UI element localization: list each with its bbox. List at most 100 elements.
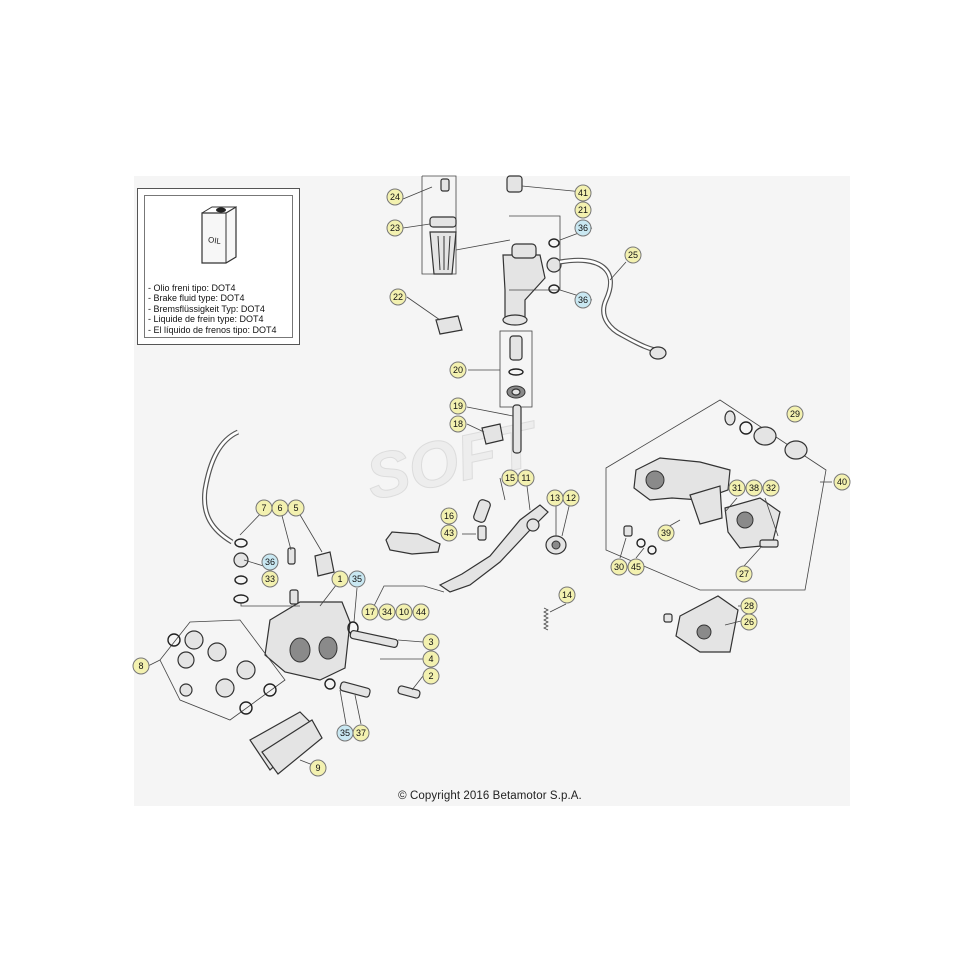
- brake-pads: [249, 711, 323, 775]
- oil-can-icon: OIL: [201, 205, 237, 264]
- svg-text:2: 2: [428, 671, 433, 681]
- callout-23: 23: [386, 219, 404, 237]
- legend-inner-frame: [144, 195, 293, 338]
- reservoir-group: [402, 175, 511, 275]
- callout-21: 21: [574, 201, 592, 219]
- callout-17: 17: [361, 603, 379, 621]
- oil-label: OIL: [208, 235, 223, 246]
- legend-text: - Olio freni tipo: DOT4 - Brake fluid ty…: [148, 283, 277, 335]
- svg-text:39: 39: [661, 528, 671, 538]
- callout-1: 1: [331, 570, 349, 588]
- svg-text:29: 29: [790, 409, 800, 419]
- callout-41: 41: [574, 184, 592, 202]
- svg-text:30: 30: [614, 562, 624, 572]
- return-spring: [543, 607, 549, 631]
- svg-text:19: 19: [453, 401, 463, 411]
- callout-2: 2: [422, 667, 440, 685]
- svg-text:4: 4: [428, 654, 433, 664]
- callout-33: 33: [261, 570, 279, 588]
- svg-text:15: 15: [505, 473, 515, 483]
- svg-text:34: 34: [382, 607, 392, 617]
- callout-10: 10: [395, 603, 413, 621]
- legend-line-en: - Brake fluid type: DOT4: [148, 293, 245, 304]
- svg-text:36: 36: [265, 557, 275, 567]
- callout-36-c: 36: [261, 553, 279, 571]
- copyright-notice: © Copyright 2016 Betamotor S.p.A.: [398, 790, 582, 802]
- callout-22: 22: [389, 288, 407, 306]
- callout-39: 39: [657, 524, 675, 542]
- svg-text:13: 13: [550, 493, 560, 503]
- svg-text:17: 17: [365, 607, 375, 617]
- callout-6: 6: [271, 499, 289, 517]
- svg-text:23: 23: [390, 223, 400, 233]
- svg-text:26: 26: [744, 617, 754, 627]
- svg-text:41: 41: [578, 188, 588, 198]
- callout-34: 34: [378, 603, 396, 621]
- callout-24: 24: [386, 188, 404, 206]
- svg-text:6: 6: [277, 503, 282, 513]
- callout-36-a: 36: [574, 219, 592, 237]
- svg-text:18: 18: [453, 419, 463, 429]
- upper-brake-hose: [559, 257, 667, 360]
- svg-text:45: 45: [631, 562, 641, 572]
- svg-text:27: 27: [739, 569, 749, 579]
- callout-5: 5: [287, 499, 305, 517]
- callout-7: 7: [255, 499, 273, 517]
- callout-45: 45: [627, 558, 645, 576]
- callout-9: 9: [309, 759, 327, 777]
- svg-text:11: 11: [521, 473, 530, 483]
- svg-text:28: 28: [744, 601, 754, 611]
- callout-35-b: 35: [336, 724, 354, 742]
- svg-text:40: 40: [837, 477, 847, 487]
- callout-12: 12: [562, 489, 580, 507]
- svg-text:36: 36: [578, 223, 588, 233]
- legend-line-es: - El líquido de frenos tipo: DOT4: [148, 324, 277, 335]
- callout-11: 11: [517, 469, 535, 487]
- pushrod: [466, 404, 522, 454]
- piston-kit: [499, 330, 533, 408]
- callout-18: 18: [449, 415, 467, 433]
- master-cylinder: [406, 175, 584, 335]
- svg-text:8: 8: [138, 661, 143, 671]
- callout-13: 13: [546, 489, 564, 507]
- svg-text:24: 24: [390, 192, 400, 202]
- rear-caliper-kit: [605, 399, 832, 591]
- svg-text:21: 21: [578, 205, 588, 215]
- callout-14: 14: [558, 586, 576, 604]
- svg-text:32: 32: [766, 483, 776, 493]
- svg-text:1: 1: [337, 574, 342, 584]
- svg-text:16: 16: [444, 511, 454, 521]
- callout-29: 29: [786, 405, 804, 423]
- callout-37: 37: [352, 724, 370, 742]
- callout-20: 20: [449, 361, 467, 379]
- callout-40: 40: [833, 473, 851, 491]
- svg-text:25: 25: [628, 250, 638, 260]
- callout-31: 31: [728, 479, 746, 497]
- rear-caliper: [233, 589, 421, 699]
- callout-32: 32: [762, 479, 780, 497]
- callout-35-a: 35: [348, 570, 366, 588]
- svg-text:20: 20: [453, 365, 463, 375]
- svg-text:5: 5: [293, 503, 298, 513]
- svg-text:33: 33: [265, 574, 275, 584]
- svg-text:31: 31: [732, 483, 742, 493]
- svg-text:12: 12: [566, 493, 576, 503]
- svg-text:10: 10: [399, 607, 409, 617]
- brake-pedal: [373, 499, 567, 607]
- callout-38: 38: [745, 479, 763, 497]
- svg-text:38: 38: [749, 483, 759, 493]
- svg-text:43: 43: [444, 528, 454, 538]
- svg-text:14: 14: [562, 590, 572, 600]
- svg-text:7: 7: [261, 503, 266, 513]
- caliper-pistons-kit: [159, 619, 286, 721]
- callout-19: 19: [449, 397, 467, 415]
- svg-text:37: 37: [356, 728, 366, 738]
- legend-line-fr: - Liquide de frein type: DOT4: [148, 314, 264, 325]
- callout-30: 30: [610, 558, 628, 576]
- svg-text:9: 9: [315, 763, 320, 773]
- caliper-bracket: [663, 595, 745, 653]
- legend-line-it: - Olio freni tipo: DOT4: [148, 283, 236, 293]
- svg-text:3: 3: [428, 637, 433, 647]
- svg-text:36: 36: [578, 295, 588, 305]
